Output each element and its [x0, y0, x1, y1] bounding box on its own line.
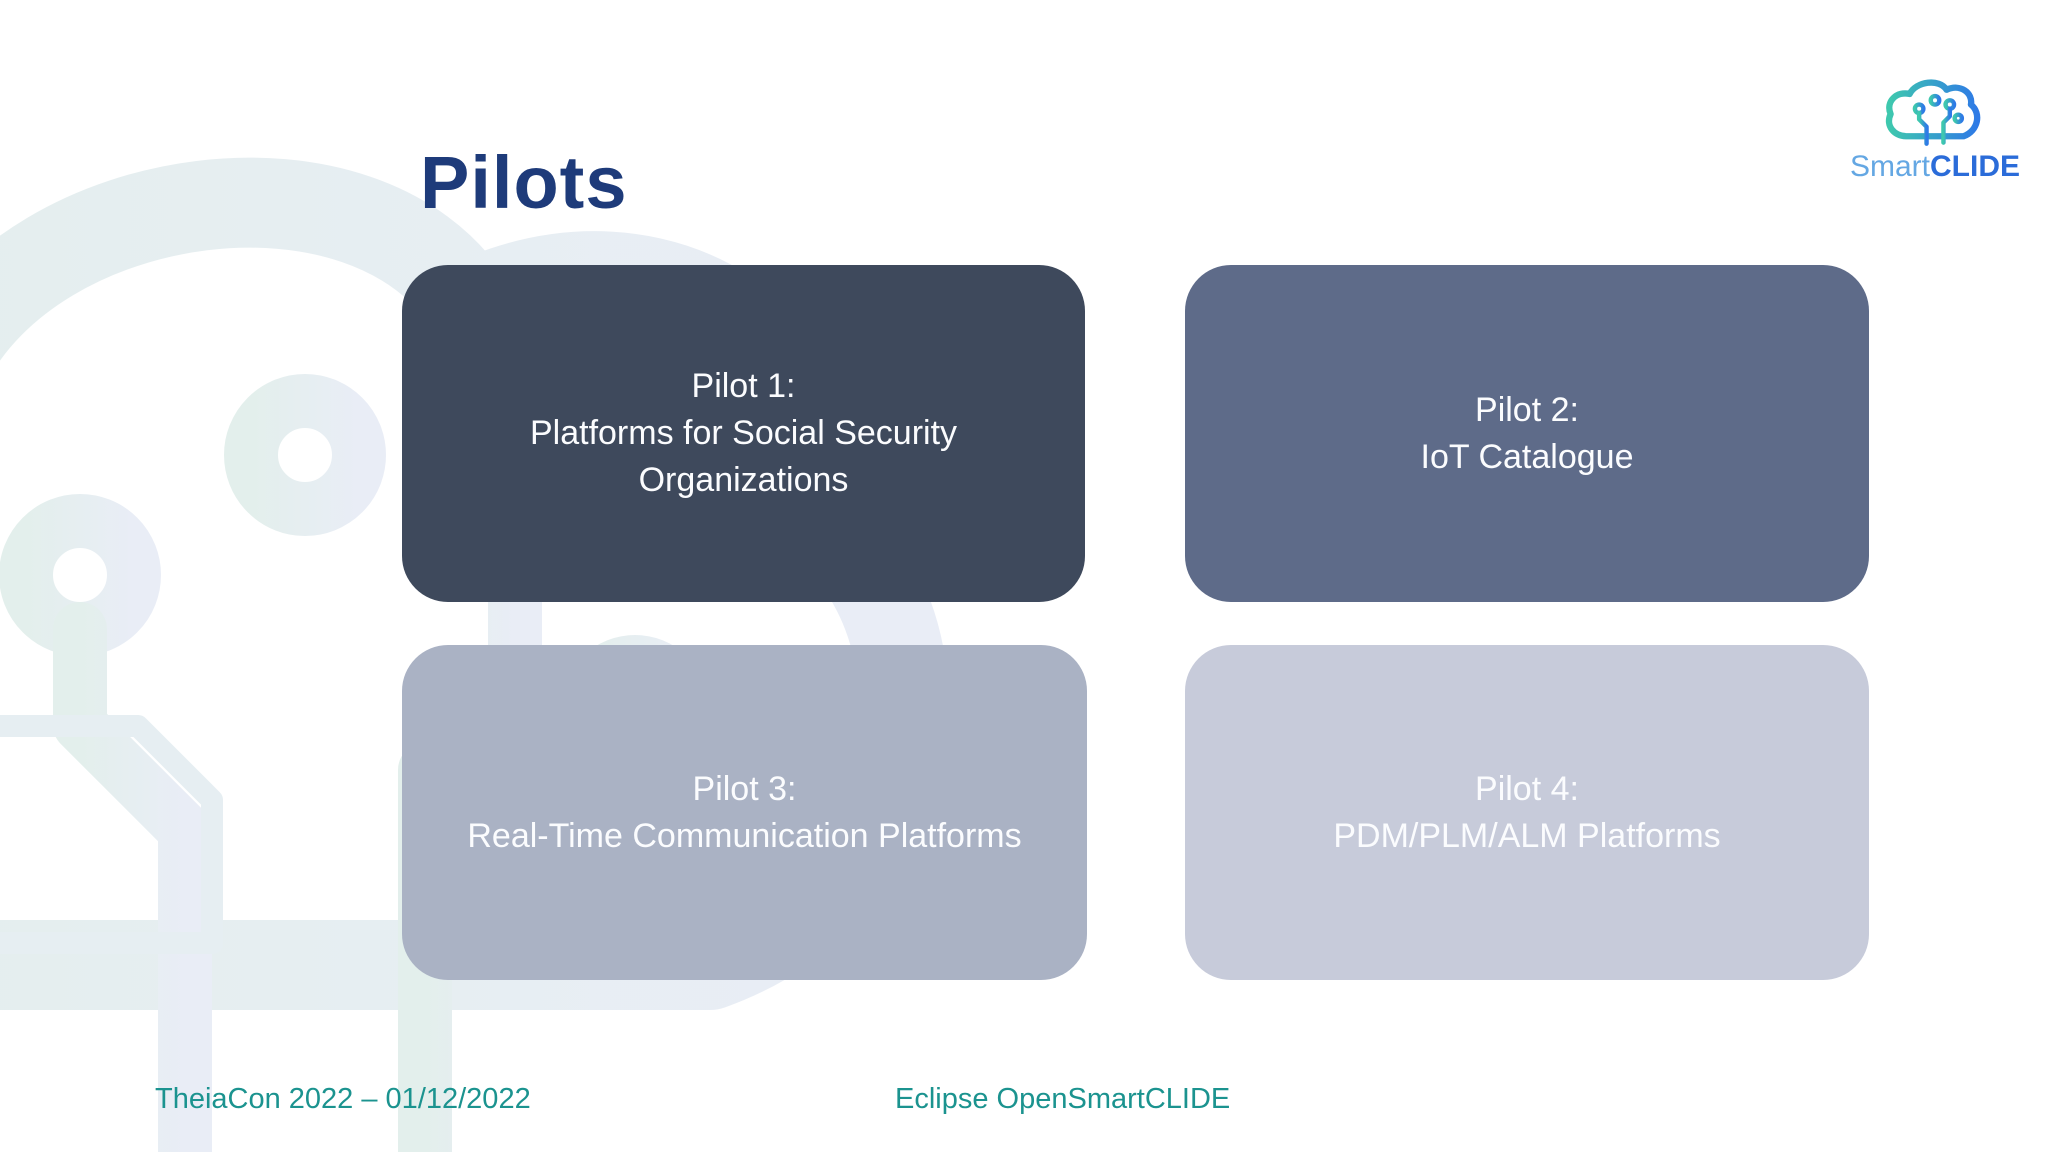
pilot-3-title: Pilot 3: [692, 769, 797, 808]
pilot-4-subtitle: PDM/PLM/ALM Platforms [1333, 816, 1721, 855]
pilot-2-title: Pilot 2: [1475, 390, 1579, 429]
pilot-4-card: Pilot 4: PDM/PLM/ALM Platforms [1185, 645, 1869, 980]
pilot-4-title: Pilot 4: [1475, 769, 1579, 808]
cloud-circuit-icon [1885, 79, 1981, 148]
pilot-2-subtitle: IoT Catalogue [1420, 437, 1634, 476]
pilot-3-card: Pilot 3: Real-Time Communication Platfor… [402, 645, 1087, 980]
pilot-3-text: Pilot 3: Real-Time Communication Platfor… [467, 766, 1021, 860]
smartclide-logo: SmartCLIDE [1845, 76, 2025, 183]
pilot-1-subtitle: Platforms for Social Security Organizati… [529, 414, 958, 499]
pilot-1-text: Pilot 1: Platforms for Social Security O… [494, 363, 994, 504]
logo-clide-text: CLIDE [1930, 150, 2020, 183]
pilot-3-subtitle: Real-Time Communication Platforms [467, 816, 1022, 855]
footer-event-date: TheiaCon 2022 – 01/12/2022 [155, 1083, 531, 1115]
logo-wordmark: SmartCLIDE [1850, 151, 2020, 183]
logo-smart-text: Smart [1849, 150, 1930, 183]
pilot-2-card: Pilot 2: IoT Catalogue [1185, 265, 1869, 602]
pilot-1-card: Pilot 1: Platforms for Social Security O… [402, 265, 1085, 602]
watermark-tag-shape [0, 715, 223, 954]
page-title: Pilots [420, 141, 628, 224]
pilot-1-title: Pilot 1: [691, 367, 796, 405]
pilot-4-text: Pilot 4: PDM/PLM/ALM Platforms [1333, 766, 1720, 860]
pilot-2-text: Pilot 2: IoT Catalogue [1421, 387, 1634, 481]
footer-project-name: Eclipse OpenSmartCLIDE [895, 1083, 1231, 1115]
